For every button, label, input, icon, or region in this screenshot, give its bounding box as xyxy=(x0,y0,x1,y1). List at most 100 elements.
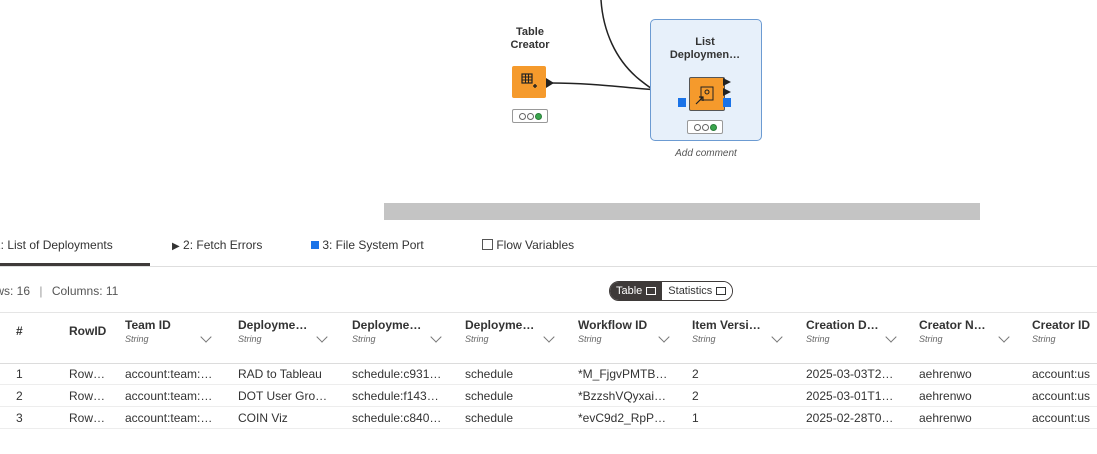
column-header[interactable]: RowID xyxy=(69,324,106,338)
column-header[interactable]: Creation D… String xyxy=(806,318,879,344)
chevron-down-icon[interactable] xyxy=(316,331,328,343)
table-cell: account:us xyxy=(1032,367,1091,381)
table-creator-node[interactable] xyxy=(512,66,546,98)
status-light-yellow xyxy=(701,123,709,131)
status-light-yellow xyxy=(526,112,534,120)
list-deployments-ports xyxy=(678,78,731,107)
tab-label: 2: Fetch Errors xyxy=(183,238,263,252)
tab-list-of-deployments[interactable]: 1: List of Deployments xyxy=(0,238,113,252)
active-tab-indicator xyxy=(0,263,150,266)
tab-flow-variables[interactable]: Flow Variables xyxy=(482,238,574,252)
column-type: String xyxy=(352,334,376,344)
statistics-view-label: Statistics xyxy=(668,285,713,297)
chevron-down-icon[interactable] xyxy=(771,331,783,343)
column-header[interactable]: # xyxy=(16,324,23,338)
table-view-label: Table xyxy=(616,285,643,297)
chevron-down-icon[interactable] xyxy=(543,331,555,343)
tab-label: Flow Variables xyxy=(496,238,575,252)
scrollbar-thumb[interactable] xyxy=(384,203,980,220)
chevron-down-icon[interactable] xyxy=(200,331,212,343)
column-name: Deployme… xyxy=(238,318,308,332)
column-type: String xyxy=(578,334,602,344)
table-cell: *evC9d2_RpP… xyxy=(578,411,667,425)
table-cell: 2 xyxy=(692,367,699,381)
table-info: Rows: 16 | Columns: 11 xyxy=(0,284,118,298)
table-cell: schedule:c840… xyxy=(352,411,442,425)
triangle-port-icon: ▶ xyxy=(172,241,180,252)
column-name: Creation D… xyxy=(806,318,879,332)
window-icon xyxy=(646,287,657,295)
table-cell: account:team:… xyxy=(125,389,213,403)
column-header[interactable]: Deployme… String xyxy=(465,318,534,344)
rows-count: Rows: 16 xyxy=(0,284,31,298)
column-name: RowID xyxy=(69,324,107,338)
tab-label: 3: File System Port xyxy=(322,238,424,252)
tab-label: 1: List of Deployments xyxy=(0,238,113,252)
status-light-red xyxy=(518,112,526,120)
table-cell: DOT User Gro… xyxy=(238,389,328,403)
table-view-button[interactable]: Table xyxy=(610,282,663,300)
output-port-1 xyxy=(723,78,731,86)
table-cell: 2 xyxy=(692,389,699,403)
chevron-down-icon[interactable] xyxy=(430,331,442,343)
table-cell: RAD to Tableau xyxy=(238,367,322,381)
chevron-down-icon[interactable] xyxy=(885,331,897,343)
table-bottom xyxy=(0,433,1097,454)
column-type: String xyxy=(1032,334,1056,344)
column-type: String xyxy=(692,334,716,344)
table-cell: 2 xyxy=(16,389,23,403)
input-port-square xyxy=(678,98,686,107)
column-name: Deployme… xyxy=(352,318,422,332)
table-cell: 2025-03-01T1… xyxy=(806,389,894,403)
column-header[interactable]: Deployme… String xyxy=(352,318,421,344)
status-light-green xyxy=(534,112,542,120)
column-header[interactable]: Item Versi… String xyxy=(692,318,761,344)
column-header[interactable]: Creator N… String xyxy=(919,318,986,344)
list-deployments-node[interactable] xyxy=(689,77,725,111)
table-cell: 1 xyxy=(16,367,23,381)
table-row[interactable]: 2 Row… account:team:… DOT User Gro… schedule… xyxy=(0,385,1097,407)
tab-fetch-errors[interactable]: ▶ 2: Fetch Errors xyxy=(172,238,262,252)
chevron-down-icon[interactable] xyxy=(658,331,670,343)
tab-file-system-port[interactable]: 3: File System Port xyxy=(311,238,424,252)
column-type: String xyxy=(238,334,262,344)
table-cell: account:team:… xyxy=(125,367,213,381)
separator: | xyxy=(39,284,43,298)
column-type: String xyxy=(919,334,943,344)
output-port-2 xyxy=(723,88,731,96)
column-header[interactable]: Workflow ID String xyxy=(578,318,647,344)
column-name: Workflow ID xyxy=(578,318,648,332)
table-cell: aehrenwo xyxy=(919,411,972,425)
statistics-view-button[interactable]: Statistics xyxy=(662,282,733,300)
column-name: Creator N… xyxy=(919,318,986,332)
output-port-tabs: 1: List of Deployments ▶ 2: Fetch Errors… xyxy=(0,228,1097,267)
column-header[interactable]: Team ID String xyxy=(125,318,171,344)
column-type: String xyxy=(806,334,830,344)
flow-variable-icon xyxy=(482,239,493,250)
deployment-icon xyxy=(695,86,714,105)
table-cell: 2025-02-28T0… xyxy=(806,411,894,425)
column-type: String xyxy=(125,334,149,344)
column-type: String xyxy=(465,334,489,344)
column-name: Team ID xyxy=(125,318,171,332)
square-port-icon xyxy=(311,241,319,249)
column-header[interactable]: Deployme… String xyxy=(238,318,307,344)
view-toggle: Table Statistics xyxy=(609,281,734,301)
column-name: # xyxy=(16,324,23,338)
table-cell: schedule xyxy=(465,389,514,403)
column-name: Deployme… xyxy=(465,318,535,332)
table-cell: Row… xyxy=(69,389,106,403)
add-comment-label[interactable]: Add comment xyxy=(675,148,737,159)
output-port-3 xyxy=(723,98,731,107)
chevron-down-icon[interactable] xyxy=(998,331,1010,343)
workflow-canvas[interactable]: Table Creator List Deploymen… xyxy=(0,0,1097,198)
table-cell: account:us xyxy=(1032,411,1091,425)
column-name: Item Versi… xyxy=(692,318,761,332)
table-cell: schedule:f143… xyxy=(352,389,439,403)
table-cell: COIN Viz xyxy=(238,411,288,425)
